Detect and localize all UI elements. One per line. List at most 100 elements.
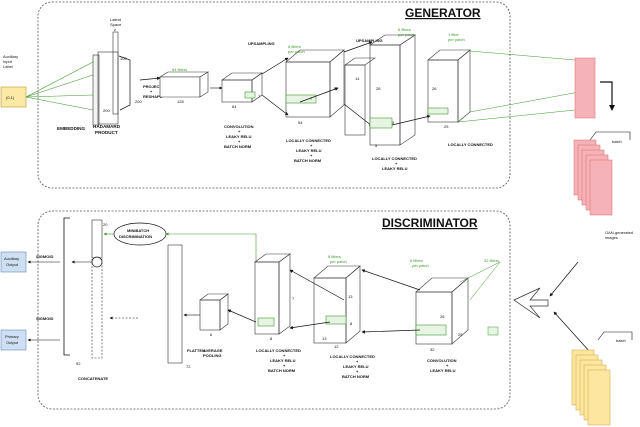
down-arrow [600,81,615,111]
embedding-bar [92,54,100,126]
avg-dim-6: 6 [210,332,213,337]
disc-dim-8b: 8 [350,321,353,326]
concat-vector-top [91,219,103,259]
minibatch-label-2: DISCRIMINATION [119,234,152,239]
latent-100: 100 [120,56,127,61]
sigmoid-node [91,256,103,268]
filters-8-2: per patch [288,49,305,54]
latent-space-label-2: Space [110,22,122,27]
aux-input-label-2: Input [3,59,13,64]
dim-128: 128 [177,99,184,104]
lc2-label-1: LOCALLY CONNECTED [372,156,417,161]
project-label-2: + [150,89,153,94]
minibatch-feed-line [165,232,257,262]
d-filters-8b-1: 8 filters [410,258,423,263]
latent-z: z [114,27,116,32]
dim-14-g2: 14 [355,76,360,81]
d-lc1-label-2: + [283,353,286,358]
hadamard-block [97,51,119,125]
sigmoid-top: SIGMOID [36,254,53,259]
minibatch-label-1: MINIBATCH [127,228,149,233]
project-bracket [118,55,131,111]
generated-image-single [574,57,596,119]
lc-block-3-label: LOCALLY CONNECTED [448,142,493,147]
filters-6-1: 6 filters [398,27,411,32]
disc-lc-1-label: LOCALLY CONNECTED + LEAKY RELU + BATCH N… [256,348,301,373]
d-conv-label-1: CONVOLUTION [427,358,457,363]
dim-54: 54 [298,120,303,125]
project-label-3: RESHAPE [143,94,163,99]
conv-label-5: BATCH NORM [224,144,252,149]
disc-conv-label: CONVOLUTION + LEAKY RELU [427,358,457,373]
d-lc1-label-3: LEAKY RELU [270,358,296,363]
reshape-slab [158,71,210,98]
lc-cube-1 [285,49,345,118]
merge-arrow [513,287,549,319]
yellow-batch-bracket [597,331,633,341]
disc-lc-2-label: LOCALLY CONNECTED + LEAKY RELU + BATCH N… [330,354,375,379]
d-conv-label-3: LEAKY RELU [430,368,456,373]
latent-space-label-1: Latent [110,17,122,22]
lc-cube-2 [344,34,416,146]
dim-26-g: 26 [432,86,437,91]
conv-label-4: + [238,139,241,144]
discriminator-panel [37,210,511,410]
concatenate-bracket [63,217,70,356]
disc-dim-25: 25 [458,332,463,337]
avg-pool-label-1: AVERAGE [203,348,223,353]
dim-3: 3 [392,120,395,125]
d-lc2-label-5: BATCH NORM [342,374,370,379]
lc-block-2-label: LOCALLY CONNECTED + LEAKY RELU [372,156,417,171]
d-lc2-label-1: LOCALLY CONNECTED [330,354,375,359]
filters-1-1: 1 filter [448,32,460,37]
filters-1-2: per patch [448,37,465,42]
lc2-label-3: LEAKY RELU [382,166,408,171]
conv-block-label: CONVOLUTION + LEAKY RELU + BATCH NORM [224,124,254,149]
vec-20: 20 [103,222,108,227]
gan-images-label-1: GAN-generated [605,230,633,235]
d-lc1-label-1: LOCALLY CONNECTED [256,348,301,353]
d-lc1-label-5: BATCH NORM [268,368,296,373]
hadamard-label-1: HADAMARD [93,124,121,129]
latent-space-bar [112,31,119,115]
pink-batch-bracket [589,131,631,141]
filters-32: 32 filters [484,258,499,263]
dim-25-g: 25 [444,124,449,129]
lc1-label-5: BATCH NORM [294,158,322,163]
d-filters-8a-2: per patch [330,259,347,264]
disc-dim-26: 26 [440,314,445,319]
primary-output-box [0,329,27,351]
upsampling-label-2: UPSAMPLING [356,38,383,43]
d-lc2-label-3: LEAKY RELU [343,364,369,369]
disc-lc-cube-1 [254,253,291,335]
discriminator-title: DISCRIMINATOR [382,216,478,230]
vec-92: 92 [76,361,81,366]
disc-lc-cube-2 [313,265,361,344]
dim-64: 64 [232,104,237,109]
d-lc2-label-2: + [356,359,359,364]
primary-output-label-1: Primary [5,334,19,339]
avg-pool-cube [199,293,229,331]
sigmoid-bottom: SIGMOID [36,316,53,321]
lc2-label-2: + [395,161,398,166]
conv-label-3: LEAKY RELU [226,134,252,139]
generator-title: GENERATOR [405,6,481,20]
conv-block-cube [221,72,263,103]
upsampling-label-1: UPSAMPLING [248,41,275,46]
primary-output-label-2: Output [6,340,19,345]
gan-images-label-2: images [605,235,618,240]
disc-dim-13: 13 [348,294,353,299]
concatenate-label: CONCATENATE [78,376,108,381]
d-lc2-label-4: + [356,369,359,374]
filters-8-1: 8 filters [288,44,301,49]
lc1-label-1: LOCALLY CONNECTED [286,138,331,143]
flatten-label: FLATTEN [187,348,205,353]
aux-output-label-1: Auxiliary [4,256,19,261]
auxiliary-output-box [0,251,27,273]
flatten-vector [167,244,183,364]
disc-dim-12: 12 [334,344,339,349]
conv-label-1: CONVOLUTION [224,124,254,129]
batch-label-yellow: batch [616,338,626,343]
lc1-label-2: + [310,143,313,148]
